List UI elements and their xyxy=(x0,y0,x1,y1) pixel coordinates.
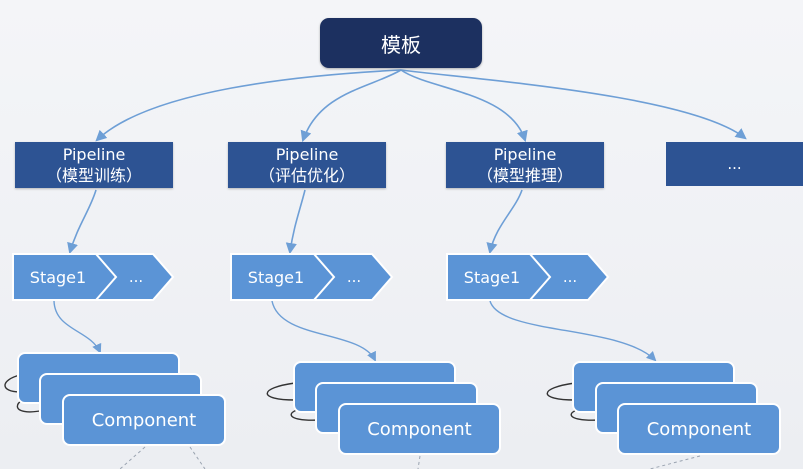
bottom-leaders xyxy=(119,446,701,469)
stage-more-label: ... xyxy=(128,268,144,286)
pipeline-title: Pipeline xyxy=(275,145,339,164)
pipeline-subtitle: （评估优化） xyxy=(258,166,355,185)
stage1-label: Stage1 xyxy=(29,267,87,287)
pipeline-node-inference: Pipeline （模型推理） xyxy=(446,142,604,188)
pipeline-node-evaluation: Pipeline （评估优化） xyxy=(228,142,386,188)
stage-group-3 xyxy=(446,253,610,301)
root-connectors xyxy=(95,69,747,143)
template-root-node: 模板 xyxy=(320,18,482,68)
pipeline-more-label: ... xyxy=(727,155,742,173)
pipeline-node-training: Pipeline （模型训练） xyxy=(15,142,173,188)
pipeline-subtitle: （模型训练） xyxy=(45,166,142,185)
connector-root-pipeline3 xyxy=(400,69,528,143)
stage-more-label: ... xyxy=(562,268,578,286)
component-label: Component xyxy=(367,418,472,440)
stage-group-2 xyxy=(230,253,394,301)
connector-root-pipeline-more xyxy=(400,69,747,140)
component-stack-2 xyxy=(266,361,501,455)
stage-component-connectors xyxy=(53,300,657,362)
stage1-label: Stage1 xyxy=(247,267,305,287)
component-card-front xyxy=(62,394,226,446)
pipeline-title: Pipeline xyxy=(493,145,557,164)
pipeline-title: Pipeline xyxy=(62,145,126,164)
component-stack-1 xyxy=(4,352,226,446)
loop-arrow xyxy=(546,382,576,401)
connector-pipeline3-stage1 xyxy=(486,189,523,255)
connector-stage1-component-group1 xyxy=(53,300,102,354)
stage-more-chevron xyxy=(311,253,394,301)
loop-arrow xyxy=(266,382,296,401)
stage-more-label: ... xyxy=(346,268,362,286)
component-card-front xyxy=(617,403,781,455)
connector-pipeline1-stage1 xyxy=(67,189,97,255)
connector-root-pipeline1 xyxy=(95,69,402,142)
stage1-label: Stage1 xyxy=(463,267,521,287)
pipeline-more-box xyxy=(666,142,803,186)
template-root-label: 模板 xyxy=(381,32,421,57)
connector-pipeline2-stage1 xyxy=(285,189,306,255)
stage-more-chevron xyxy=(93,253,175,301)
component-stack-3 xyxy=(546,361,781,455)
pipeline-stage-connectors xyxy=(67,189,523,255)
stage-group-1 xyxy=(12,253,175,301)
loop-arrow xyxy=(4,374,21,393)
component-label: Component xyxy=(91,409,197,431)
connector-stage3-component-group3 xyxy=(489,300,657,362)
component-card-front xyxy=(338,403,501,455)
stage-more-chevron xyxy=(527,253,610,301)
component-label: Component xyxy=(646,418,752,440)
connector-stage2-component-group2 xyxy=(271,300,376,362)
pipeline-subtitle: （模型推理） xyxy=(476,166,573,185)
connector-root-pipeline2 xyxy=(300,69,402,143)
